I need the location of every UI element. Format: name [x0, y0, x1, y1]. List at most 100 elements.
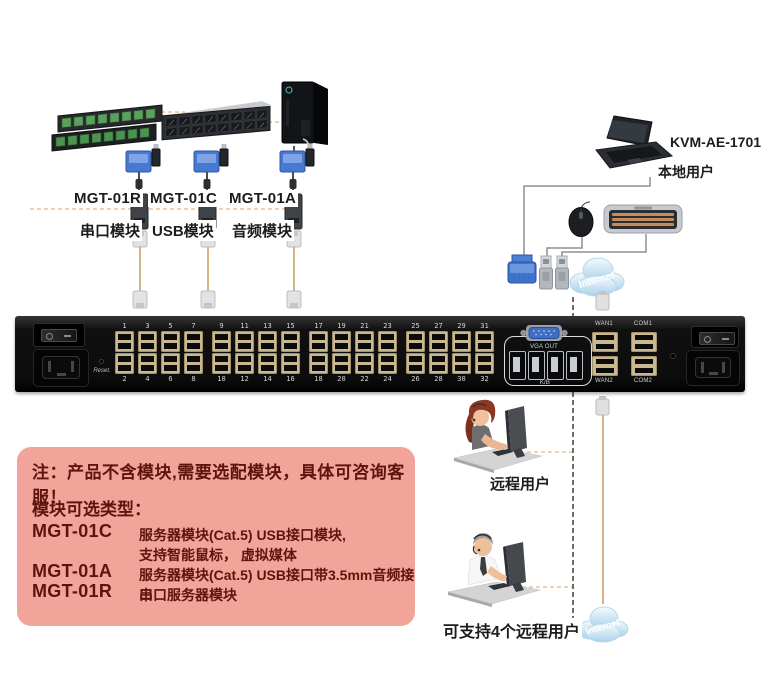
- port-column: 1920: [332, 322, 351, 383]
- rj45-plug: [596, 396, 609, 415]
- module-type-serial: 串口模块: [78, 220, 142, 241]
- port-number-top: 7: [191, 322, 195, 330]
- port-number-top: 3: [145, 322, 149, 330]
- rj45-port: [309, 331, 328, 352]
- module-model-mgt01r: MGT-01R: [72, 190, 143, 207]
- rj45-port: [406, 353, 425, 374]
- port-column: 31 32: [475, 322, 494, 383]
- rj45-port: [332, 353, 351, 374]
- kvm-switch-rear-panel: Reset. 123456789101112131415161718192021…: [15, 316, 745, 392]
- local-user-label: 本地用户: [656, 162, 716, 182]
- rj45-port: [161, 331, 180, 352]
- port-number-top: 1: [122, 322, 126, 330]
- port-number-bottom: 22: [360, 375, 368, 383]
- port-number-top: 31: [480, 322, 488, 330]
- rj45-port: [258, 331, 277, 352]
- console-model-label: KVM-AE-1701: [668, 134, 763, 150]
- vga-out-port: [519, 322, 569, 344]
- note-item-model: MGT-01R: [32, 581, 112, 602]
- wan1-label: WAN1: [590, 321, 618, 327]
- wan2-label: WAN2: [590, 378, 618, 384]
- vga-connector-local: [508, 255, 536, 283]
- power-switch-right: [691, 326, 739, 348]
- port-number-bottom: 12: [240, 375, 248, 383]
- port-column: 12: [115, 322, 134, 383]
- port-number-top: 17: [314, 322, 322, 330]
- keyboard: [604, 205, 682, 233]
- remote-capacity-figure: [448, 533, 540, 607]
- port-number-bottom: 2: [122, 375, 126, 383]
- port-number-bottom: 30: [457, 375, 465, 383]
- rj45-port: [115, 353, 134, 374]
- port-number-bottom: 20: [337, 375, 345, 383]
- port-number-bottom: 16: [286, 375, 294, 383]
- port-number-bottom: 6: [168, 375, 172, 383]
- port-number-top: 15: [286, 322, 294, 330]
- port-column: 78: [184, 322, 203, 383]
- port-number-top: 5: [168, 322, 172, 330]
- module-type-usb: USB模块: [150, 220, 216, 241]
- rj45-port: [281, 331, 300, 352]
- rj45-port: [212, 353, 231, 374]
- rj45-port: [281, 353, 300, 374]
- port-number-bottom: 14: [263, 375, 271, 383]
- rj45-plug-cloud: [596, 291, 609, 310]
- port-column: 1718: [309, 322, 328, 383]
- note-item-desc: 服务器模块(Cat.5) USB接口模块,: [139, 525, 346, 545]
- rj45-port: [184, 353, 203, 374]
- wan1-port: [592, 332, 618, 352]
- port-column: 1516: [281, 322, 300, 383]
- rj45-port: [429, 331, 448, 352]
- com1-port: [631, 332, 657, 352]
- port-group: 12345678: [115, 322, 203, 383]
- port-number-bottom: 4: [145, 375, 149, 383]
- wan2-port: [592, 356, 618, 376]
- rj45-port: [452, 331, 471, 352]
- port-number-bottom: 8: [191, 375, 195, 383]
- usb-kb-port-3: [547, 351, 564, 380]
- port-number-bottom: 28: [434, 375, 442, 383]
- port-number-top: 23: [383, 322, 391, 330]
- port-number-top: 13: [263, 322, 271, 330]
- storage-server: [162, 100, 272, 140]
- usb-plug-keyboard: [556, 256, 569, 289]
- mouse: [569, 202, 593, 237]
- rj45-port: [258, 353, 277, 374]
- rj45-port: [235, 331, 254, 352]
- port-number-bottom: 32: [480, 375, 488, 383]
- port-number-bottom: 26: [411, 375, 419, 383]
- reset-label: Reset.: [85, 368, 119, 374]
- rj45-port: [332, 331, 351, 352]
- vga-out-label: VGA OUT: [519, 344, 569, 350]
- usb-kb-port-2: [528, 351, 545, 380]
- note-box: 注：产品不含模块,需要选配模块，具体可咨询客服！ 模块可选类型： MGT-01C…: [17, 447, 415, 626]
- rj45-port: [429, 353, 448, 374]
- rj45-port: [406, 331, 425, 352]
- port-column: 21 22: [355, 322, 374, 383]
- remote-user-label: 远程用户: [488, 473, 552, 494]
- com2-label: COM2: [629, 378, 657, 384]
- tower-pc: [282, 82, 328, 152]
- module-type-audio: 音频模块: [230, 220, 294, 241]
- serial-device-rack: [52, 105, 162, 151]
- rj45-port: [309, 353, 328, 374]
- port-group: 1718192021222324: [309, 322, 397, 383]
- rj45-port: [452, 353, 471, 374]
- power-switch-left: [33, 323, 85, 347]
- port-column: 2728: [429, 322, 448, 383]
- note-subtitle: 模块可选类型：: [32, 495, 151, 520]
- reset-button: [99, 359, 104, 364]
- module-model-mgt01a: MGT-01A: [227, 190, 298, 207]
- rj45-port: [475, 331, 494, 352]
- usb-kb-port-4: [566, 351, 583, 380]
- port-column: 11 12: [235, 322, 254, 383]
- rj45-port: [355, 331, 374, 352]
- port-column: 56: [161, 322, 180, 383]
- port-number-top: 11: [240, 322, 248, 330]
- rj45-port: [138, 331, 157, 352]
- internet-cloud-top: Internet: [570, 258, 624, 296]
- rj45-port: [475, 353, 494, 374]
- port-number-top: 25: [411, 322, 419, 330]
- ground-hole: [670, 353, 676, 359]
- port-number-top: 21: [360, 322, 368, 330]
